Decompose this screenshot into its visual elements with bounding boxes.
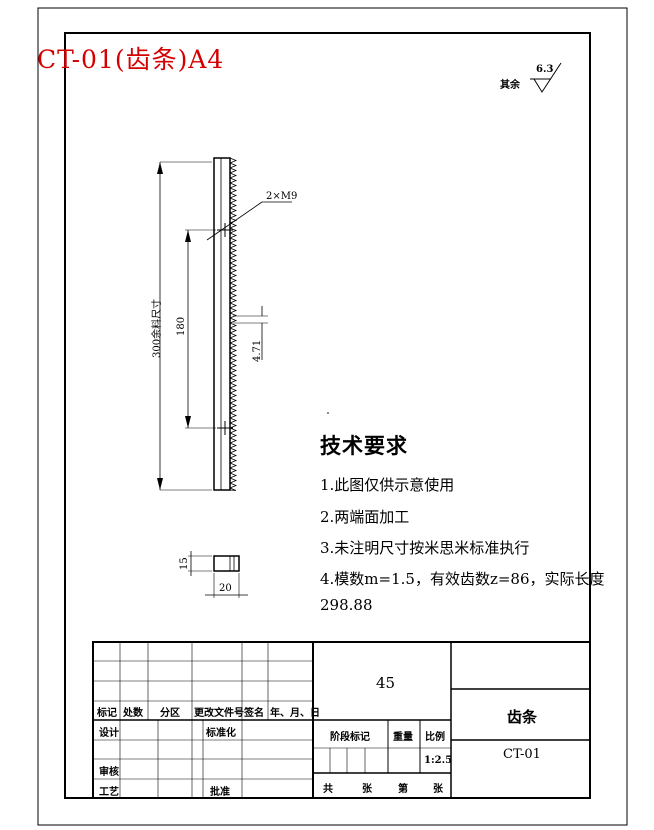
width-label: 20 (219, 583, 232, 594)
roughness-value: 6.3 (536, 64, 554, 75)
weight-label: 重量 (393, 732, 413, 743)
rack-part-view (213, 157, 238, 491)
outer-border (37, 7, 628, 826)
pitch-dimension (233, 306, 268, 360)
tech-requirement-4: 4.模数m=1.5，有效齿数z=86，实际长度 (320, 570, 605, 588)
title-block (92, 641, 591, 799)
tech-requirement-2: 2.两端面加工 (320, 508, 410, 526)
hole-spacing-dimension (185, 229, 216, 429)
rev-header-zone: 分区 (160, 708, 180, 719)
hole-callout-leader (206, 201, 292, 241)
tech-requirement-3: 3.未注明尺寸按米思米标准执行 (320, 539, 530, 557)
stage-mark-label: 阶段标记 (330, 732, 370, 743)
scale-value: 1:2.5 (424, 755, 453, 766)
rev-header-mark: 标记 (97, 708, 117, 719)
pitch-label: 4.71 (252, 339, 263, 362)
inner-border (64, 32, 591, 799)
hole-spacing-label: 180 (176, 316, 187, 336)
total-label: 共 (323, 784, 333, 795)
page-no-label: 第 (398, 784, 408, 795)
approve-label: 批准 (210, 787, 230, 798)
rev-header-file: 更改文件号 (194, 708, 244, 719)
part-name: 齿条 (507, 708, 538, 726)
tech-requirements-title: 技术要求 (320, 433, 408, 458)
height-label: 15 (179, 557, 190, 570)
surface-other-label: 其余 (500, 80, 520, 91)
length-dimension-label: 300余料尺寸 (152, 298, 163, 358)
ratio-label: 比例 (425, 732, 445, 743)
part-code: CT-01 (503, 747, 541, 762)
rev-header-count: 处数 (123, 708, 143, 719)
material: 45 (376, 674, 396, 692)
roughness-symbol-icon (530, 62, 562, 93)
process-label: 工艺 (99, 787, 119, 798)
sheet-label: 张 (433, 784, 443, 795)
drawing-code: CT-01(齿条)A4 (37, 45, 225, 74)
rack-teeth (228, 157, 238, 491)
review-label: 审核 (99, 767, 119, 778)
standardize-label: 标准化 (206, 728, 236, 739)
length-dimension (157, 161, 212, 491)
rack-side-view (188, 551, 248, 598)
rev-header-signature: 签名 (244, 708, 264, 719)
sheets-label: 张 (362, 784, 372, 795)
hole-callout: 2×M9 (266, 191, 298, 202)
design-label: 设计 (99, 728, 119, 739)
tech-requirement-1: 1.此图仅供示意使用 (320, 476, 455, 494)
tech-requirement-5: 298.88 (320, 596, 373, 614)
rev-header-date: 年、月、日 (270, 708, 320, 719)
